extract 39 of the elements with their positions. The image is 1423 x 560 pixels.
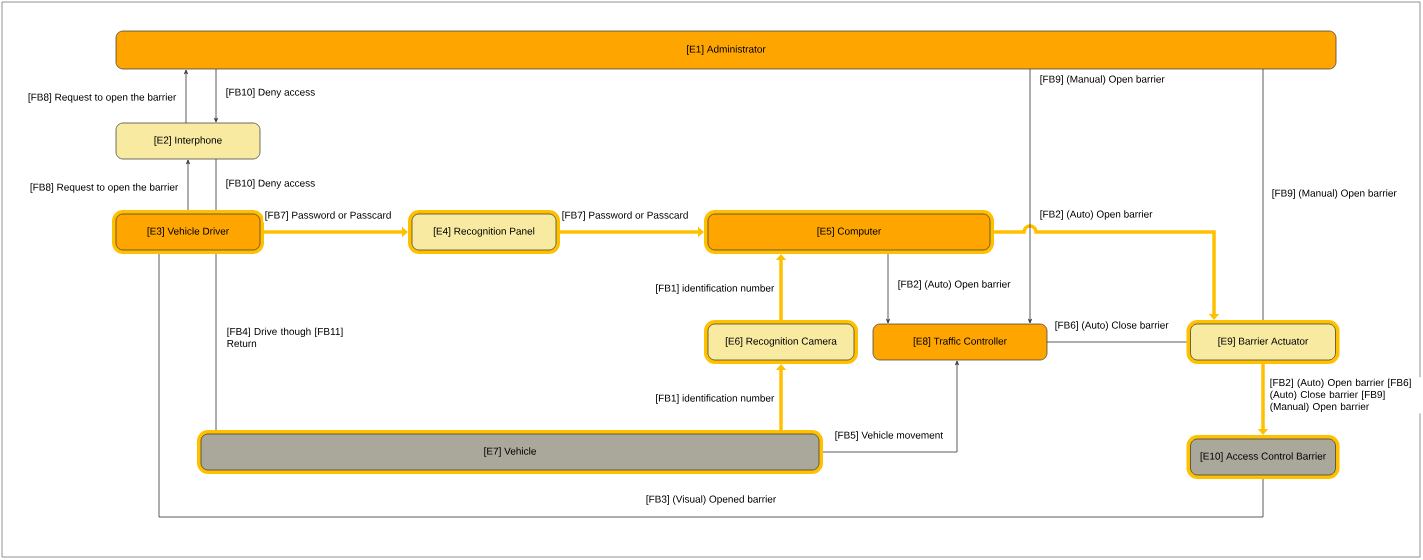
arrow [214,68,218,123]
edge-label: [FB2] (Auto) Open barrier [1038,208,1155,222]
entity-box: [E8] Traffic Controller [872,323,1048,361]
edge-label: [FB1] identification number [653,282,776,296]
edge-label: [FB3] (Visual) Opened barrier [644,493,778,507]
edge-label: [FB7] Password or Passcard [560,209,690,223]
entity-box: [E7] Vehicle [197,430,823,474]
connector-line [215,158,217,211]
connector-line [1046,341,1187,343]
entity-box: [E3] Vehicle Driver [112,210,264,254]
arrow [822,360,959,453]
edge-label: [FB2] (Auto) Open barrier [896,278,1013,292]
arrow [184,69,188,124]
entity-box: [E2] Interphone [115,122,261,160]
arrow [886,253,890,324]
connector-line [215,253,217,431]
edge-label: [FB6] (Auto) Close barrier [1053,319,1171,333]
edge-label: [FB10] Deny access [224,86,317,100]
arrow [186,159,190,211]
edge-label: [FB8] Request to open the barrier [26,91,178,105]
edge-label: [FB7] Password or Passcard [263,209,393,223]
entity-box: [E6] Recognition Camera [704,320,858,364]
entity-box: [E5] Computer [704,210,994,254]
edge-label: [FB5] Vehicle movement [833,429,945,443]
connector-line [1262,68,1264,321]
edge-label: [FB9] (Manual) Open barrier [1270,187,1399,201]
entity-box: [E10] Access Control Barrier [1186,435,1340,479]
edge-label: [FB8] Request to open the barrier [28,181,180,195]
edge-label: [FB1] identification number [653,392,776,406]
entity-box: [E4] Recognition Panel [408,210,560,254]
entity-box: [E1] Administrator [115,30,1337,70]
edge-label: [FB4] Drive though [FB11] Return [225,326,347,349]
edge-label: [FB2] (Auto) Open barrier [FB6] (Auto) Close barrier [FB9] (Manual) Open barrier [1268,377,1422,414]
arrow [994,224,1220,320]
edge-label: [FB9] (Manual) Open barrier [1038,73,1167,87]
edge-label: [FB10] Deny access [224,177,317,191]
arrow [1028,68,1032,324]
entity-box: [E9] Barrier Actuator [1186,320,1340,364]
connector-line [158,253,1264,518]
